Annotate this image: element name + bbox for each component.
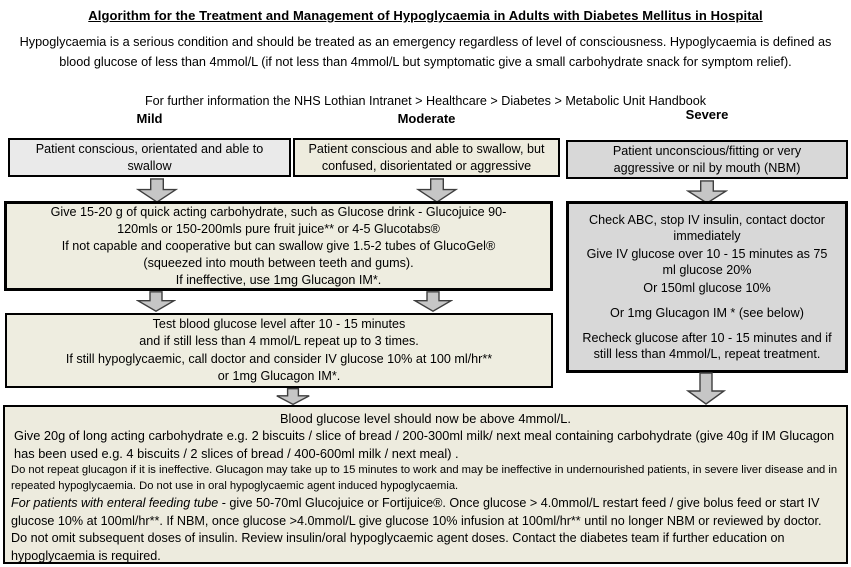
severe-treatment-paragraph: Or 1mg Glucagon IM * (see below): [610, 306, 804, 320]
treatment-line: If ineffective, use 1mg Glucagon IM*.: [175, 272, 382, 287]
moderate-assessment-box: Patient conscious and able to swallow, b…: [293, 138, 560, 177]
down-arrow-icon: [275, 388, 311, 405]
down-arrow-icon: [686, 180, 728, 204]
severe-treatment-paragraph: Recheck glucose after 10 - 15 minutes an…: [582, 331, 832, 361]
followup-target-text: Blood glucose level should now be above …: [280, 411, 571, 426]
treatment-line: If not capable and cooperative but can s…: [61, 238, 496, 253]
retest-line: or 1mg Glucagon IM*.: [217, 369, 341, 383]
followup-box: Blood glucose level should now be above …: [3, 405, 848, 564]
column-header-moderate: Moderate: [397, 111, 456, 126]
severe-treatment-paragraph: Check ABC, stop IV insulin, contact doct…: [589, 213, 825, 243]
more-info-line: For further information the NHS Lothian …: [144, 94, 707, 108]
followup-glucagon-note: Do not repeat glucagon if it is ineffect…: [11, 464, 838, 492]
intro-paragraph: Hypoglycaemia is a serious condition and…: [19, 35, 832, 69]
treatment-line: 120mls or 150-200mls pure fruit juice** …: [117, 221, 440, 236]
followup-long-acting-carb-text: Give 20g of long acting carbohydrate e.g…: [14, 428, 835, 461]
down-arrow-icon: [136, 178, 178, 203]
retest-line: and if still less than 4 mmol/L repeat u…: [139, 334, 419, 348]
severe-assessment-box: Patient unconscious/fitting or very aggr…: [566, 140, 848, 179]
severe-treatment-paragraph: Give IV glucose over 10 - 15 minutes as …: [586, 247, 828, 277]
followup-enteral-feeding-note: For patients with enteral feeding tube -…: [11, 495, 840, 565]
enteral-feeding-rest: - give 50-70ml Glucojuice or Fortijuice®…: [11, 496, 822, 563]
severe-assessment-text: Patient unconscious/fitting or very aggr…: [612, 144, 802, 175]
down-arrow-icon: [416, 178, 458, 203]
down-arrow-icon: [686, 372, 726, 405]
column-header-severe: Severe: [685, 107, 729, 122]
mild-moderate-treatment-box: Give 15-20 g of quick acting carbohydrat…: [4, 201, 553, 291]
retest-line: Test blood glucose level after 10 - 15 m…: [152, 316, 406, 331]
down-arrow-icon: [136, 291, 176, 312]
down-arrow-icon: [413, 291, 453, 312]
page-title: Algorithm for the Treatment and Manageme…: [88, 8, 763, 23]
mild-assessment-box: Patient conscious, orientated and able t…: [8, 138, 291, 177]
severe-treatment-paragraph: Or 150ml glucose 10%: [643, 281, 771, 295]
moderate-assessment-text: Patient conscious and able to swallow, b…: [308, 142, 545, 173]
retest-line: If still hypoglycaemic, call doctor and …: [65, 351, 493, 366]
enteral-feeding-lead: For patients with enteral feeding tube: [11, 496, 219, 510]
severe-treatment-box: Check ABC, stop IV insulin, contact doct…: [566, 201, 848, 373]
treatment-line: (squeezed into mouth between teeth and g…: [143, 255, 414, 270]
retest-box: Test blood glucose level after 10 - 15 m…: [5, 313, 553, 388]
treatment-line: Give 15-20 g of quick acting carbohydrat…: [50, 204, 507, 219]
column-header-mild: Mild: [136, 111, 163, 126]
mild-assessment-text: Patient conscious, orientated and able t…: [35, 142, 264, 173]
